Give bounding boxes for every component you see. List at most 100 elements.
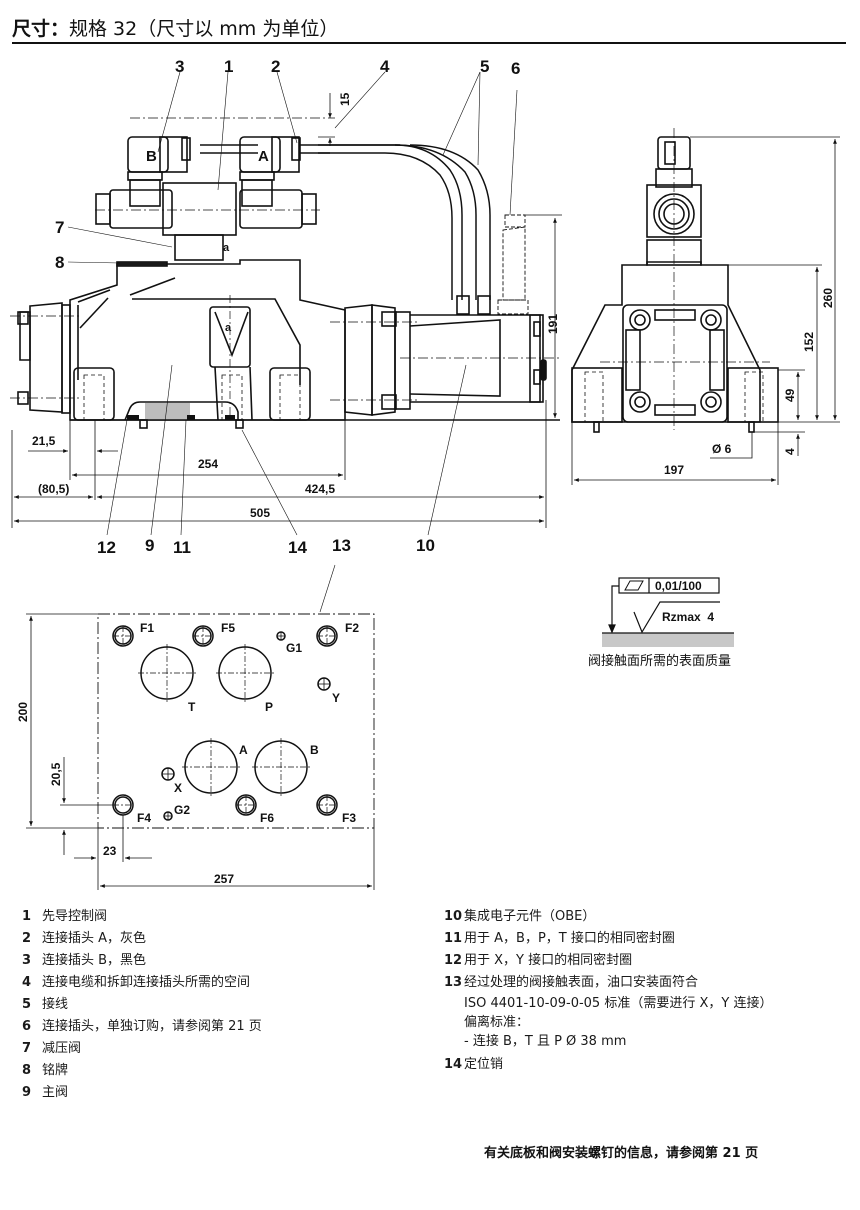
legend-num: 9 [22,1085,32,1100]
port-label-a: A [239,743,248,757]
legend-item: 2 连接插头 A，灰色 [22,928,262,950]
dim-21-5: 21,5 [32,434,56,448]
front-view [10,71,562,613]
callout-6: 6 [511,59,520,78]
legend-num: 3 [22,953,32,968]
legend-num: 12 [444,953,463,968]
legend-text: 用于 X，Y 接口的相同密封圈 [464,953,633,968]
surface-quality-labels: 0,01/100 Rzmax 4 [655,579,714,624]
legend-continuation: 偏离标准： [464,1015,530,1030]
callout-3: 3 [175,57,184,76]
port-label-f5: F5 [221,621,235,635]
legend-item: 6 连接插头，单独订购，请参阅第 21 页 [22,1016,262,1038]
legend-num: 8 [22,1063,32,1078]
legend-num: 10 [444,909,463,924]
legend-num: 2 [22,931,32,946]
dim-257: 257 [214,872,234,886]
legend-item: 4 连接电缆和拆卸连接插头所需的空间 [22,972,262,994]
optional-connector [497,214,529,315]
page-title: 尺寸：规格 32（尺寸以 mm 为单位） [12,14,338,41]
legend-text: 先导控制阀 [42,909,108,924]
legend-text: 用于 A，B，P，T 接口的相同密封圈 [464,931,675,946]
legend-text: 接线 [42,997,69,1012]
port-label-f3: F3 [342,811,356,825]
port-label-x: X [174,781,182,795]
legend-num: 11 [444,931,463,946]
port-label-g1: G1 [286,641,302,655]
dim-260: 260 [821,288,835,308]
legend-text: 减压阀 [42,1041,82,1056]
dim-80-5: (80,5) [38,482,69,496]
legend-num: 4 [22,975,32,990]
legend-continuation: ISO 4401-10-09-0-05 标准（需要进行 X，Y 连接） [464,996,773,1011]
title-text: 规格 32（尺寸以 mm 为单位） [69,18,339,40]
port-label-f6: F6 [260,811,274,825]
legend-num: 14 [444,1057,463,1072]
port-label-y: Y [332,691,340,705]
legend-text: 经过处理的阀接触表面，油口安装面符合 [464,975,699,990]
pilot-valve [162,182,237,236]
mounting-surface-labels: F1 F5 F2 G1 Y T P A B X G2 F4 F6 F3 200 … [16,621,359,886]
footer-note: 有关底板和阀安装螺钉的信息，请参阅第 21 页 [484,1146,759,1161]
legend-text: 连接插头，单独订购，请参阅第 21 页 [42,1019,262,1034]
callout-2: 2 [271,57,280,76]
callout-12: 12 [97,538,116,557]
main-ports [140,646,308,794]
legend-text: 主阀 [42,1085,69,1100]
callout-14: 14 [288,538,307,557]
side-view [571,128,840,485]
dim-4: 4 [783,448,797,455]
callout-10: 10 [416,536,435,555]
legend-item: 9 主阀 [22,1082,262,1104]
dim-505: 505 [250,506,270,520]
connector-a-label: A [258,148,269,165]
dim-424-5: 424,5 [305,482,335,496]
callout-8: 8 [55,253,64,272]
dim-15: 15 [338,92,352,106]
side-view-labels: 260 152 49 4 Ø 6 197 [664,288,835,477]
main-valve-body [69,259,346,421]
port-label-f4: F4 [137,811,151,825]
dim-152: 152 [802,332,816,352]
port-label-b: B [310,743,319,757]
legend-text: 连接插头 A，灰色 [42,931,147,946]
pressure-reducing-valve [174,234,224,261]
section-mark-a-top: a [223,242,230,254]
legend-continuation: - 连接 B，T 且 P Ø 38 mm [464,1034,627,1049]
callout-5: 5 [480,57,489,76]
dim-23: 23 [103,844,117,858]
section-mark-a-mid: a [225,322,232,334]
legend-text: 连接电缆和拆卸连接插头所需的空间 [42,975,251,990]
legend-num: 6 [22,1019,32,1034]
dim-200: 200 [16,702,30,722]
legend-item: 8 铭牌 [22,1060,262,1082]
dim-197: 197 [664,463,684,477]
surface-quality-symbol [602,577,734,647]
legend-text: 铭牌 [42,1063,69,1078]
cable-routes [200,144,491,300]
port-label-p: P [265,700,273,714]
port-label-g2: G2 [174,803,190,817]
port-label-t: T [188,700,196,714]
callout-13: 13 [332,536,351,555]
surface-quality-caption: 阀接触面所需的表面质量 [588,654,732,669]
callout-9: 9 [145,536,154,555]
legend-text: 连接插头 B，黑色 [42,953,147,968]
callout-1: 1 [224,57,233,76]
callout-7: 7 [55,218,64,237]
title-rule [12,42,846,44]
dim-dia-6: Ø 6 [712,442,732,456]
legend-item: 3 连接插头 B，黑色 [22,950,262,972]
front-view-labels: 3 1 2 4 5 6 7 8 12 9 11 14 13 10 B A a a… [32,57,560,557]
legend-num: 7 [22,1041,32,1056]
connector-b-label: B [146,148,157,165]
